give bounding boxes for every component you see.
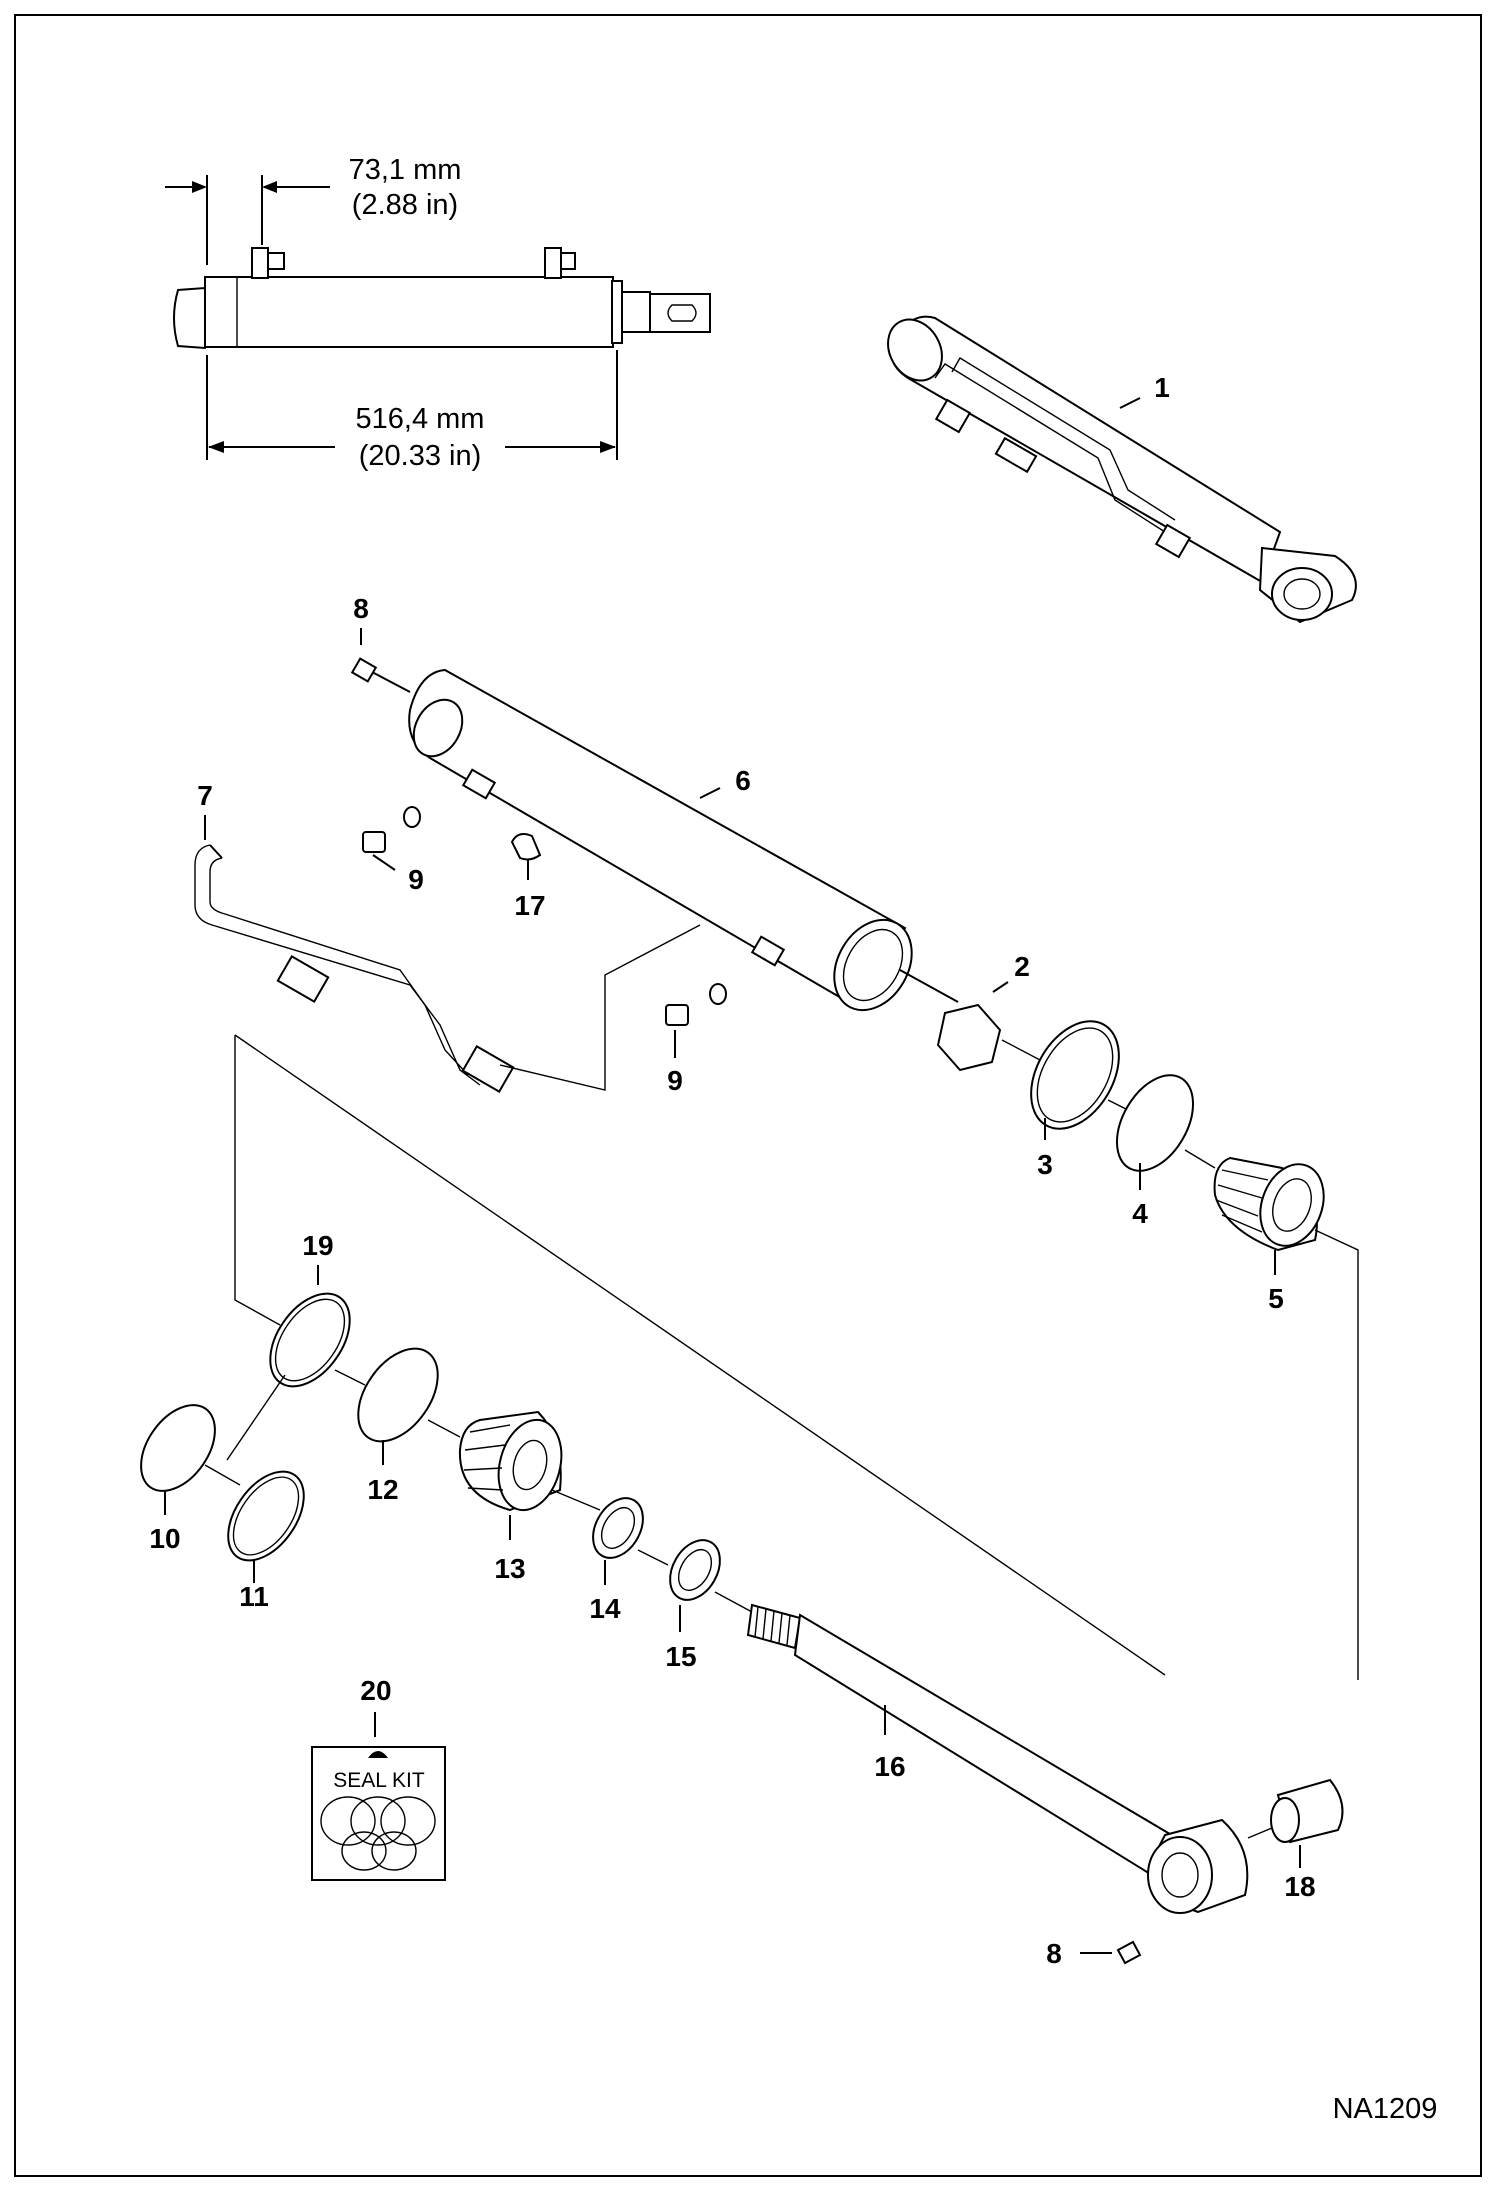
callout-15: 15 bbox=[665, 1641, 696, 1672]
plug-9-lower bbox=[665, 983, 727, 1058]
length-dimension-in: (20.33 in) bbox=[359, 440, 482, 472]
barrel-part-6 bbox=[371, 668, 959, 1012]
callout-17: 17 bbox=[514, 890, 545, 921]
offset-dimension-mm: 73,1 mm bbox=[349, 154, 462, 186]
callout-13: 13 bbox=[494, 1553, 525, 1584]
callout-2: 2 bbox=[1014, 951, 1030, 982]
offset-dimension-in: (2.88 in) bbox=[352, 189, 458, 221]
ring-4 bbox=[1116, 1074, 1216, 1190]
ring-3 bbox=[1001, 1020, 1129, 1140]
callout-5: 5 bbox=[1268, 1283, 1284, 1314]
wiper-15 bbox=[669, 1539, 753, 1632]
length-dimension-mm: 516,4 mm bbox=[356, 403, 485, 435]
seal-14 bbox=[592, 1497, 669, 1585]
callout-9-lower: 9 bbox=[667, 1065, 683, 1096]
ring-11 bbox=[227, 1470, 305, 1583]
assembly-link-line-diagonal bbox=[234, 1034, 1166, 1676]
grease-fitting-8-bottom bbox=[1080, 1940, 1142, 1965]
callout-10: 10 bbox=[149, 1523, 180, 1554]
assembly-link-line bbox=[499, 924, 701, 1091]
callout-20: 20 bbox=[360, 1675, 391, 1706]
callout-4: 4 bbox=[1132, 1198, 1148, 1229]
ring-10 bbox=[140, 1404, 241, 1515]
page-border bbox=[14, 14, 1482, 2177]
callout-7: 7 bbox=[197, 780, 213, 811]
piston-5 bbox=[1213, 1156, 1359, 1680]
ring-12 bbox=[357, 1347, 461, 1465]
grease-fitting-8-top bbox=[350, 628, 378, 683]
callout-3: 3 bbox=[1037, 1149, 1053, 1180]
callout-19: 19 bbox=[302, 1230, 333, 1261]
callout-16: 16 bbox=[874, 1751, 905, 1782]
clip-17 bbox=[510, 833, 542, 880]
callout-8-top: 8 bbox=[353, 593, 369, 624]
callout-6: 6 bbox=[735, 765, 751, 796]
callout-18: 18 bbox=[1284, 1871, 1315, 1902]
callout-1: 1 bbox=[1154, 372, 1170, 403]
cylinder-assembly bbox=[887, 315, 1357, 624]
callout-14: 14 bbox=[589, 1593, 621, 1624]
nut-2 bbox=[936, 981, 1009, 1072]
bushing-18 bbox=[1247, 1778, 1344, 1868]
figure-reference: NA1209 bbox=[1333, 2093, 1438, 2125]
callout-9-upper: 9 bbox=[408, 864, 424, 895]
cylinder-side-view bbox=[165, 175, 711, 460]
seal-kit-label: SEAL KIT bbox=[333, 1769, 425, 1792]
leader-1 bbox=[1119, 397, 1141, 409]
ring-19 bbox=[226, 1265, 366, 1461]
rod-16 bbox=[746, 1603, 1249, 1914]
seal-kit-20 bbox=[311, 1712, 446, 1881]
callout-12: 12 bbox=[367, 1474, 398, 1505]
callout-11: 11 bbox=[239, 1581, 269, 1612]
assembly-link-line-left bbox=[234, 1035, 281, 1326]
leader-6 bbox=[699, 787, 721, 799]
gland-13 bbox=[458, 1410, 601, 1540]
tube-7 bbox=[194, 815, 515, 1093]
plug-9-upper bbox=[362, 806, 421, 871]
callout-8-bottom: 8 bbox=[1046, 1938, 1062, 1969]
